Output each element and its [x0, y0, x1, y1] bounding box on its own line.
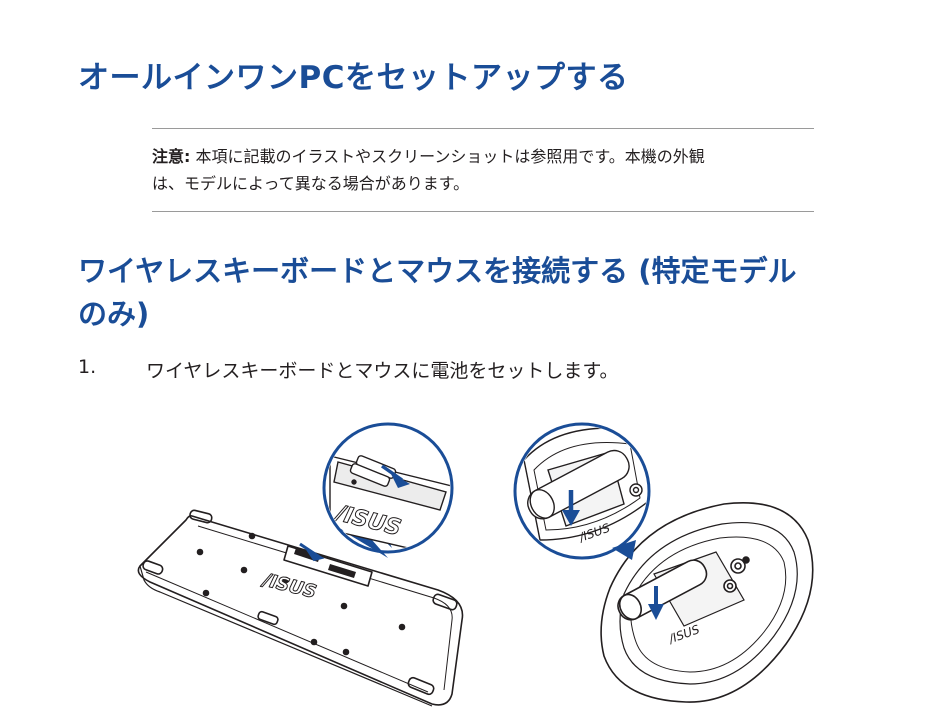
note-box: 注意: 本項に記載のイラストやスクリーンショットは参照用です。本機の外観 は、モ…	[152, 128, 814, 212]
mouse-illustration: /ISUS	[600, 502, 814, 703]
mouse-zoom-callout: /ISUS	[513, 422, 651, 560]
note-text: 注意: 本項に記載のイラストやスクリーンショットは参照用です。本機の外観 は、モ…	[152, 143, 814, 197]
note-line-2: は、モデルによって異なる場合があります。	[152, 174, 470, 193]
note-line-1: 本項に記載のイラストやスクリーンショットは参照用です。本機の外観	[190, 147, 705, 166]
mouse-arrow-icon	[648, 604, 664, 620]
keyboard-illustration: /ISUS	[137, 509, 464, 707]
keyboard-zoom-callout: /ISUS	[322, 422, 454, 558]
note-label: 注意:	[152, 147, 191, 166]
section-heading: ワイヤレスキーボードとマウスを接続する (特定モデルのみ)	[78, 254, 797, 331]
page-title: オールインワンPCをセットアップする	[78, 60, 629, 96]
step-text: ワイヤレスキーボードとマウスに電池をセットします。	[146, 360, 619, 382]
step-number: 1.	[78, 356, 97, 378]
